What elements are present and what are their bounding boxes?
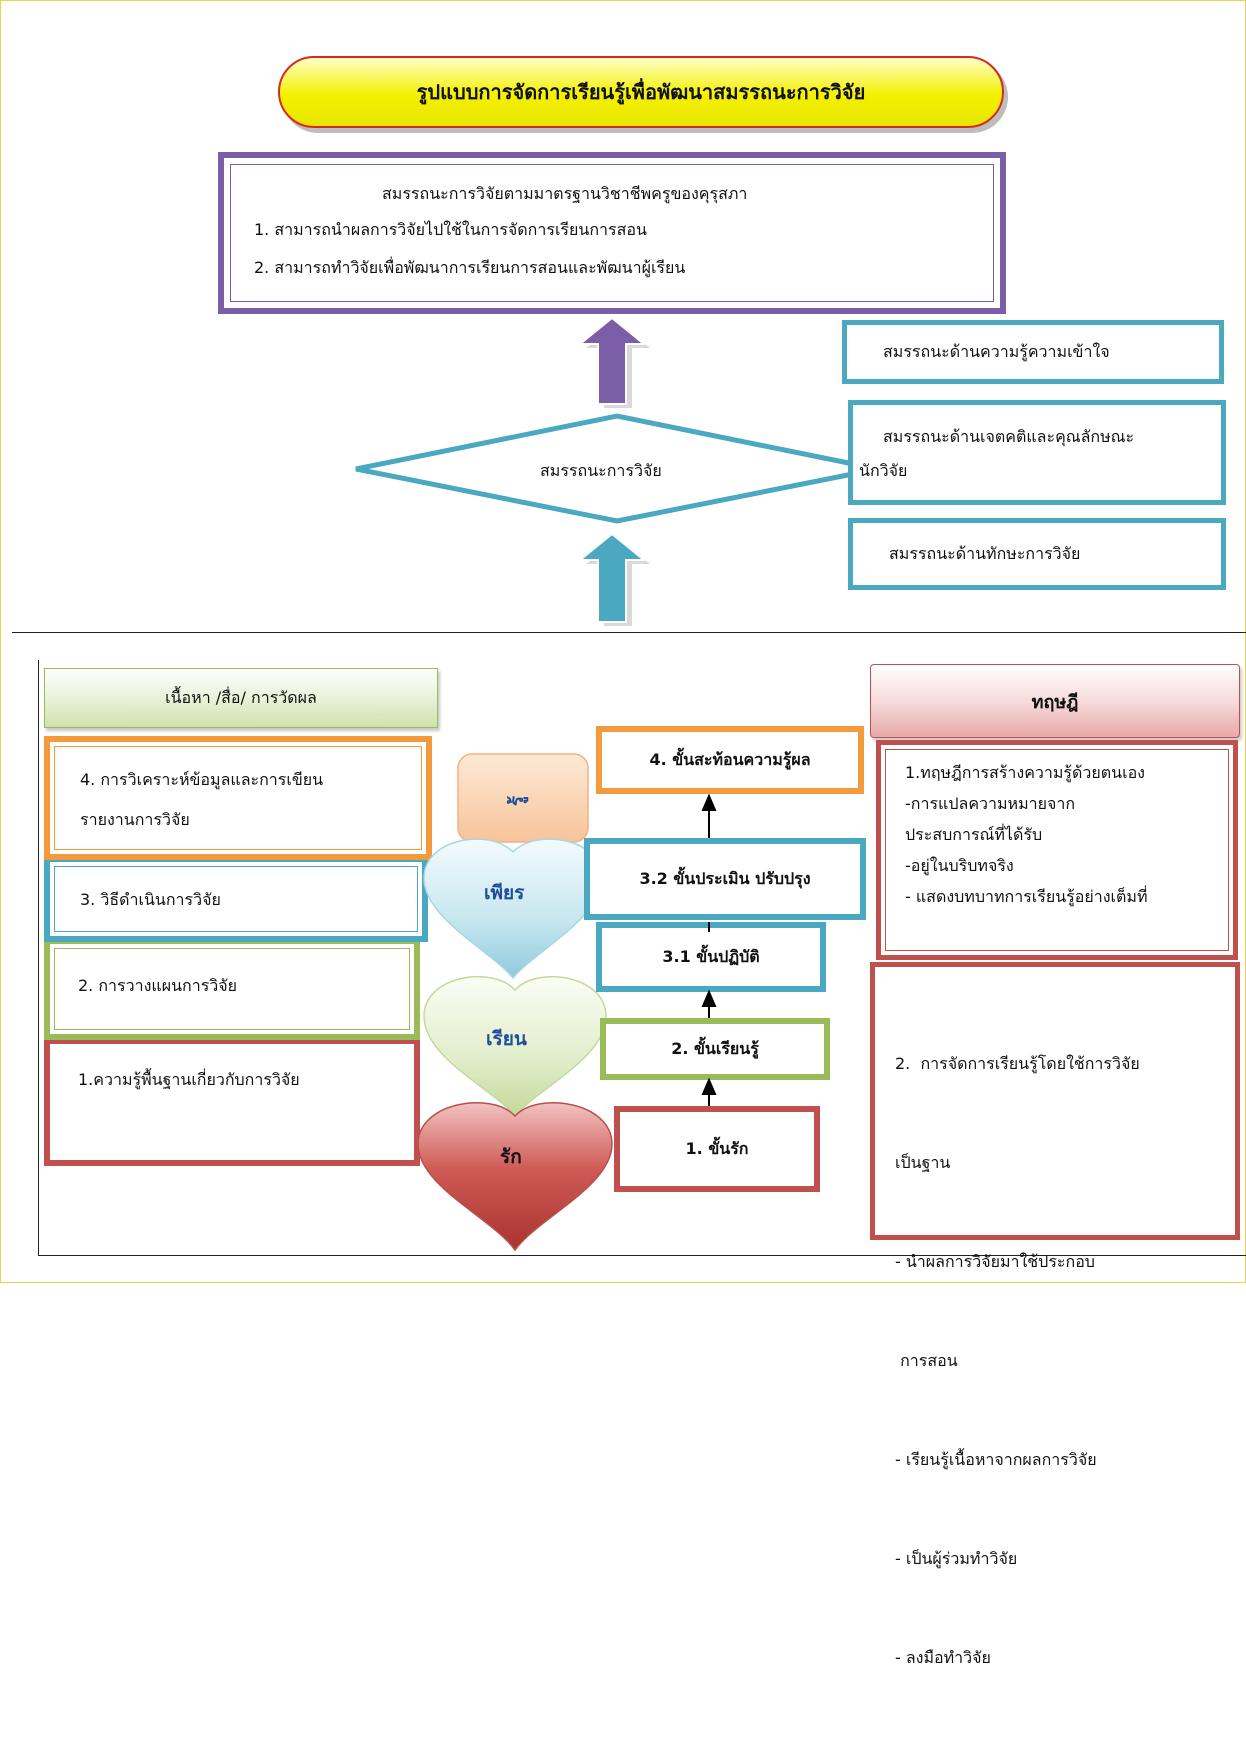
- attitude-competency-box: สมรรถนะด้านเจตคติและคุณลักษณะ นักวิจัย: [848, 400, 1226, 505]
- up-arrow-purple: [577, 316, 650, 408]
- theory-1-box: 1.ทฤษฎีการสร้างความรู้ด้วยตนเอง -การแปลค…: [876, 740, 1238, 960]
- content-item-4-line1: 4. การวิเคราะห์ข้อมูลและการเขียน: [80, 770, 324, 789]
- content-item-1-box: 1.ความรู้พื้นฐานเกี่ยวกับการวิจัย: [44, 1038, 420, 1166]
- step-3-2-box: 3.2 ขั้นประเมิน ปรับปรุง: [584, 838, 866, 920]
- content-item-3-inner: [54, 866, 418, 932]
- lower-frame: [38, 660, 1246, 1256]
- content-item-3-label: 3. วิธีดำเนินการวิจัย: [80, 890, 221, 909]
- theory-2-line-3: - นำผลการวิจัยมาใช้ประกอบ: [895, 1252, 1095, 1271]
- theory-2-line-2: เป็นฐาน: [895, 1153, 951, 1172]
- section-divider: [12, 632, 1246, 633]
- standards-box: [218, 152, 1006, 314]
- connector-2-to-3-1-head: [701, 989, 717, 1007]
- step-4-box: 4. ขั้นสะท้อนความรู้ผล: [596, 726, 864, 794]
- content-item-4-line2: รายงานการวิจัย: [80, 810, 190, 829]
- content-header-label: เนื้อหา /สื่อ/ การวัดผล: [165, 687, 317, 707]
- theory-header-label: ทฤษฎี: [1031, 691, 1079, 713]
- stage-rak-shape: [417, 1102, 613, 1252]
- theory-1-text: 1.ทฤษฎีการสร้างความรู้ด้วยตนเอง -การแปลค…: [905, 757, 1148, 912]
- theory-1-line-5: - แสดงบทบาทการเรียนรู้อย่างเต็มที่: [905, 887, 1148, 906]
- theory-1-inner: [885, 749, 1229, 951]
- diamond-label: สมรรถนะการวิจัย: [540, 461, 662, 480]
- knowledge-competency-box: สมรรถนะด้านความรู้ความเข้าใจ: [842, 320, 1224, 384]
- stage-rak-label: รัก: [500, 1146, 522, 1168]
- diagram-title-text: รูปแบบการจัดการเรียนรู้เพื่อพัฒนาสมรรถนะ…: [416, 80, 866, 104]
- step-connectors: [701, 793, 717, 1106]
- theory-2-line-6: - เป็นผู้ร่วมทำวิจัย: [895, 1549, 1018, 1568]
- attitude-competency-line1: สมรรถนะด้านเจตคติและคุณลักษณะ: [883, 427, 1135, 446]
- skill-competency-box: สมรรถนะด้านทักษะการวิจัย: [848, 518, 1226, 590]
- step-1-box: 1. ขั้นรัก: [614, 1106, 820, 1192]
- theory-1-line-3: ประสบการณ์ที่ได้รับ: [905, 825, 1043, 844]
- step-3-1-box: 3.1 ขั้นปฏิบัติ: [596, 922, 826, 992]
- step-3-2-label: 3.2 ขั้นประเมิน ปรับปรุง: [639, 868, 811, 888]
- theory-1-line-4: -อยู่ในบริบทจริง: [905, 856, 1014, 875]
- upper-diagram-shapes: [355, 316, 879, 626]
- attitude-competency-line2: นักวิจัย: [859, 461, 908, 480]
- connector-3-2-to-4-head: [701, 793, 717, 811]
- content-item-4-box: 4. การวิเคราะห์ข้อมูลและการเขียน รายงานก…: [44, 736, 432, 860]
- stage-phian-label: เพียร: [484, 882, 525, 904]
- diagram-title: รูปแบบการจัดการเรียนรู้เพื่อพัฒนาสมรรถนะ…: [278, 56, 1004, 128]
- stage-ru-shape: [457, 753, 589, 843]
- step-2-box: 2. ขั้นเรียนรู้: [600, 1018, 830, 1080]
- step-3-1-label: 3.1 ขั้นปฏิบัติ: [662, 946, 760, 966]
- theory-2-line-7: - ลงมือทำวิจัย: [895, 1648, 991, 1667]
- content-item-2-label: 2. การวางแผนการวิจัย: [78, 976, 238, 995]
- connector-1-to-2-head: [701, 1077, 717, 1095]
- skill-competency-label: สมรรถนะด้านทักษะการวิจัย: [889, 543, 1081, 563]
- up-arrow-teal: [577, 532, 650, 626]
- content-item-2-inner: [54, 948, 410, 1030]
- theory-2-text: 2. การจัดการเรียนรู้โดยใช้การวิจัย เป็นฐ…: [895, 981, 1140, 1740]
- theory-2-box: 2. การจัดการเรียนรู้โดยใช้การวิจัย เป็นฐ…: [870, 962, 1240, 1667]
- theory-2-line-1: 2. การจัดการเรียนรู้โดยใช้การวิจัย: [895, 1054, 1140, 1073]
- theory-header: ทฤษฎี: [870, 664, 1240, 738]
- standards-item-2: 2. สามารถทำวิจัยเพื่อพัฒนาการเรียนการสอน…: [254, 258, 686, 277]
- content-item-1-label: 1.ความรู้พื้นฐานเกี่ยวกับการวิจัย: [78, 1070, 300, 1089]
- theory-1-line-2: -การแปลความหมายจาก: [905, 794, 1076, 813]
- theory-1-line-1: 1.ทฤษฎีการสร้างความรู้ด้วยตนเอง: [905, 763, 1145, 782]
- theory-2-line-5: - เรียนรู้เนื้อหาจากผลการวิจัย: [895, 1450, 1097, 1469]
- stage-rian-label: เรียน: [486, 1028, 527, 1050]
- content-header: เนื้อหา /สื่อ/ การวัดผล: [44, 668, 438, 728]
- theory-2-line-4: การสอน: [895, 1351, 958, 1370]
- step-4-label: 4. ขั้นสะท้อนความรู้ผล: [649, 749, 811, 769]
- stage-shapes: [417, 753, 613, 1252]
- knowledge-competency-label: สมรรถนะด้านความรู้ความเข้าใจ: [883, 341, 1110, 361]
- standards-box-inner: [230, 164, 994, 302]
- step-1-label: 1. ขั้นรัก: [685, 1138, 749, 1158]
- content-item-4-inner: [54, 746, 422, 850]
- step-2-label: 2. ขั้นเรียนรู้: [671, 1038, 759, 1058]
- standards-item-1: 1. สามารถนำผลการวิจัยไปใช้ในการจัดการเรี…: [254, 220, 647, 239]
- standards-heading: สมรรถนะการวิจัยตามมาตรฐานวิชาชีพครูของคุ…: [382, 184, 748, 203]
